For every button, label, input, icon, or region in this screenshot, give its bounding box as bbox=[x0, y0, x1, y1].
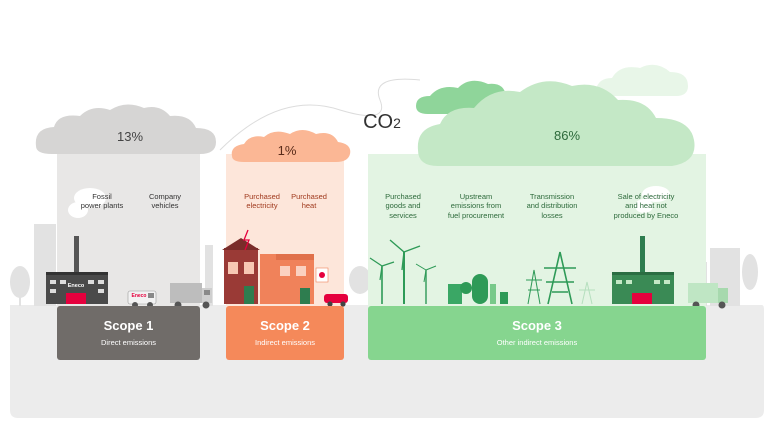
label-line: losses bbox=[541, 210, 563, 220]
label-line: emissions from bbox=[450, 201, 502, 211]
scope-2-title: Scope 2 bbox=[260, 318, 310, 333]
label-line: produced by Eneco bbox=[613, 210, 679, 220]
label-line: Sale of electricity bbox=[617, 192, 675, 201]
scope-3-title: Scope 3 bbox=[512, 318, 562, 333]
scope-2-box bbox=[226, 306, 344, 360]
label-line: Purchased bbox=[244, 192, 280, 201]
label-line: Purchased bbox=[385, 192, 421, 201]
label-line: power plants bbox=[80, 201, 124, 211]
transmission-pylons bbox=[526, 251, 595, 305]
scope-1-label-vehicles: Company vehicles bbox=[136, 192, 194, 211]
scope-3-group bbox=[368, 64, 728, 360]
label-line: Transmission bbox=[529, 192, 575, 201]
electric-car bbox=[324, 294, 348, 307]
scope-1-percent: 13% bbox=[116, 129, 144, 144]
fossil-power-plant bbox=[46, 188, 108, 304]
scope-2-percent: 1% bbox=[277, 143, 297, 158]
scope-2-group bbox=[222, 130, 351, 360]
label-line: vehicles bbox=[151, 201, 179, 211]
scope-1-group bbox=[35, 104, 217, 360]
label-line: Fossil bbox=[92, 192, 112, 201]
purchased-electricity-house bbox=[222, 229, 260, 304]
label-line: services bbox=[389, 210, 417, 220]
scope-2-label-electricity: Purchased electricity bbox=[236, 192, 288, 211]
scope-3-box-text: Scope 3 Other indirect emissions bbox=[368, 318, 706, 348]
purchased-heat-building bbox=[260, 254, 329, 304]
scope-1-cloud bbox=[35, 104, 217, 154]
label-line: Company bbox=[148, 192, 182, 201]
label-line: and heat not bbox=[625, 201, 667, 211]
co2-subscript: 2 bbox=[393, 115, 401, 131]
delivery-truck bbox=[688, 283, 728, 309]
label-line: Purchased bbox=[291, 192, 327, 201]
scope-1-label-fossil: Fossil power plants bbox=[70, 192, 134, 211]
scope-3-percent: 86% bbox=[553, 128, 581, 143]
scope-1-subtitle: Direct emissions bbox=[100, 338, 156, 348]
scope-3-label-goods: Purchased goods and services bbox=[372, 192, 434, 220]
scope-3-label-transmission: Transmission and distribution losses bbox=[516, 192, 588, 220]
eneco-power-plant bbox=[612, 186, 674, 304]
label-line: Upstream bbox=[459, 192, 493, 201]
label-line: fuel procurement bbox=[447, 210, 505, 220]
scope-2-box-text: Scope 2 Indirect emissions bbox=[226, 318, 344, 348]
eneco-logo-plant: Eneco bbox=[67, 283, 85, 289]
label-line: goods and bbox=[385, 201, 421, 211]
wind-swirl-line bbox=[219, 78, 421, 151]
fuel-procurement-equipment bbox=[448, 274, 508, 304]
scope-3-label-sale: Sale of electricity and heat not produce… bbox=[604, 192, 688, 220]
scope-3-label-upstream: Upstream emissions from fuel procurement bbox=[440, 192, 512, 220]
scope-3-subtitle: Other indirect emissions bbox=[496, 338, 578, 348]
scope-1-box-text: Scope 1 Direct emissions bbox=[57, 318, 200, 348]
co2-text: CO bbox=[363, 111, 394, 133]
wind-turbines bbox=[369, 239, 437, 304]
scope-3-cloud bbox=[417, 81, 695, 166]
label-line: heat bbox=[301, 201, 317, 211]
co2-title: CO2 bbox=[352, 110, 412, 135]
label-line: electricity bbox=[246, 201, 278, 211]
eneco-logo-van: Eneco bbox=[131, 293, 147, 299]
scope-1-box bbox=[57, 306, 200, 360]
scope-2-subtitle: Indirect emissions bbox=[254, 338, 316, 348]
label-line: and distribution bbox=[526, 201, 578, 211]
scope-3-box bbox=[368, 306, 706, 360]
scope-1-title: Scope 1 bbox=[103, 318, 154, 333]
scope-2-label-heat: Purchased heat bbox=[286, 192, 332, 211]
scope-2-cloud bbox=[231, 130, 351, 162]
faint-cloud bbox=[596, 64, 688, 96]
